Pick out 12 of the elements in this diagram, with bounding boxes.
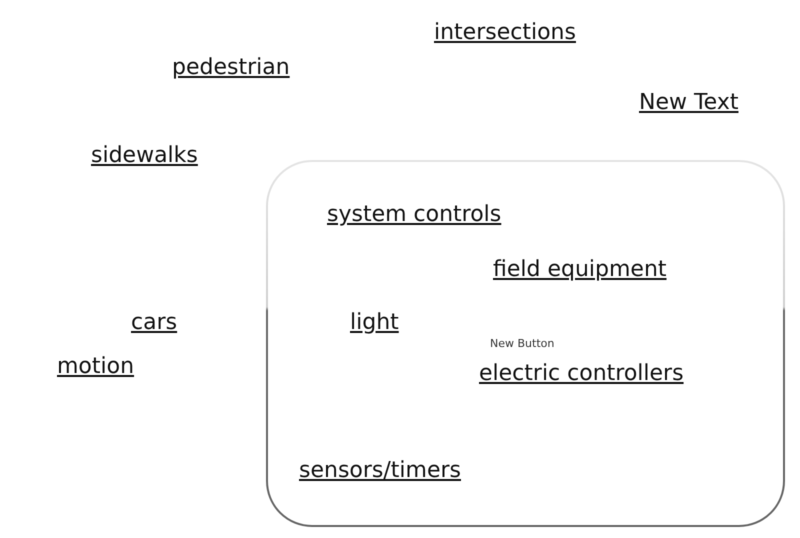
underlined-label: light — [350, 310, 399, 336]
underlined-label: sensors/timers — [299, 458, 461, 484]
underlined-label: field equipment — [493, 257, 667, 283]
underlined-label: electric controllers — [479, 361, 684, 387]
underlined-label: intersections — [434, 20, 576, 46]
underlined-label: cars — [131, 310, 178, 336]
underlined-label: sidewalks — [91, 143, 198, 169]
underlined-label: pedestrian — [172, 55, 290, 81]
underlined-label: motion — [57, 354, 134, 380]
underlined-label: New Text — [639, 90, 738, 116]
caption-text: New Button — [490, 337, 554, 351]
underlined-label: system controls — [327, 202, 502, 228]
